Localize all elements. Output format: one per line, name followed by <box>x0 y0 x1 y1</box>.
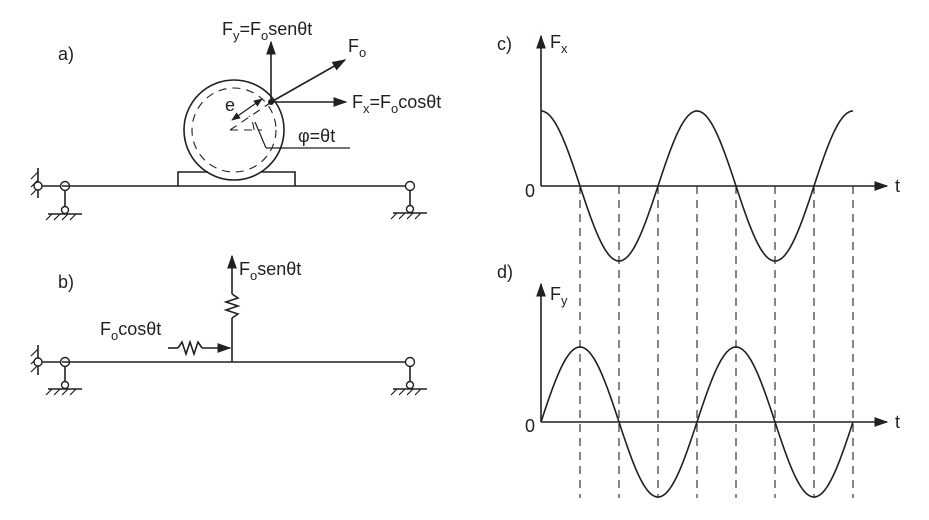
fy-formula: Fy=Fosenθt <box>222 19 312 43</box>
fx-cos-curve <box>540 110 854 262</box>
graph-d-t-label: t <box>895 412 900 432</box>
graph-d-origin: 0 <box>525 416 535 436</box>
panel-c: c) Fx 0 t <box>497 32 900 262</box>
phi-label: φ=θt <box>298 126 335 146</box>
right-support-a <box>390 180 427 220</box>
panel-d: d) Fy 0 t <box>497 262 900 498</box>
fx-formula: Fx=Focosθt <box>352 92 441 116</box>
panel-a-label: a) <box>58 44 74 64</box>
motor-base <box>177 171 296 186</box>
right-support-b <box>390 356 427 396</box>
graph-c-origin: 0 <box>525 181 535 201</box>
horizontal-force-arrow <box>168 339 232 357</box>
vertical-force-label: Fosenθt <box>239 259 301 283</box>
vertical-force-arrow <box>223 254 241 362</box>
fy-sin-curve <box>540 346 854 498</box>
horizontal-force-label: Focosθt <box>100 319 161 343</box>
panel-a: a) <box>30 19 441 221</box>
left-pin-support-b <box>45 356 82 396</box>
motor-outer-circle <box>183 79 285 181</box>
fo-arrow <box>270 59 347 103</box>
eccentricity-label: e <box>225 95 235 115</box>
left-pin-support-a <box>45 180 82 221</box>
motor-dashed-circle <box>191 87 277 173</box>
fo-label: Fo <box>348 36 366 60</box>
panel-d-label: d) <box>497 262 513 282</box>
panel-c-label: c) <box>497 34 512 54</box>
graph-c-t-label: t <box>895 176 900 196</box>
rotor-eccentricity <box>229 98 350 149</box>
panel-b: b) <box>30 254 427 396</box>
dashed-guide-lines <box>579 186 854 498</box>
left-wall-support-b <box>30 345 62 375</box>
left-wall-support-a <box>30 168 62 198</box>
panel-b-label: b) <box>58 272 74 292</box>
graph-c-y-label: Fx <box>550 32 568 56</box>
graph-d-y-label: Fy <box>550 284 568 308</box>
